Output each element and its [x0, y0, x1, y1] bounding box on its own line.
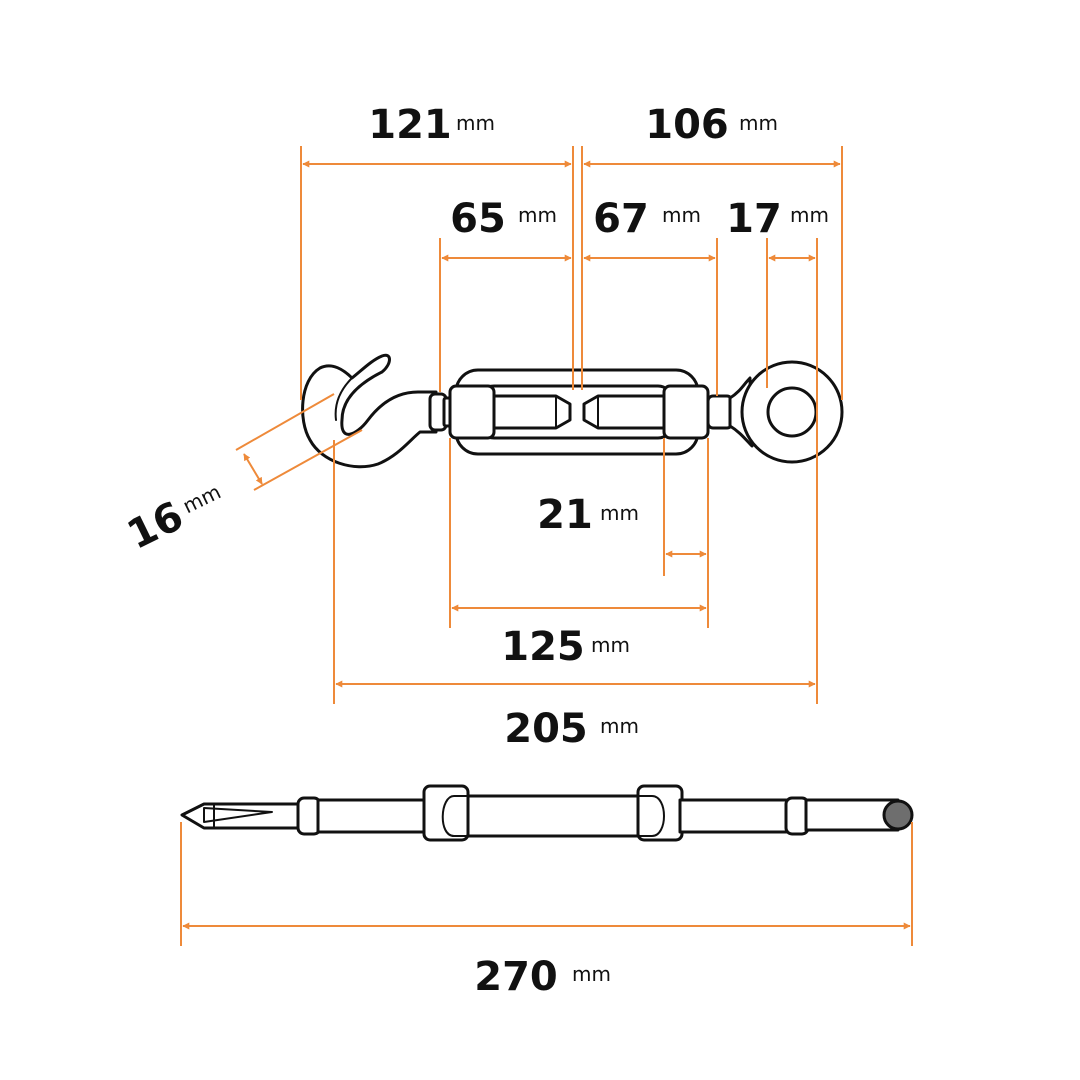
- label-21: 21 mm: [537, 492, 639, 538]
- side-view-dimension: [180, 822, 913, 946]
- top-view-dimensions: [235, 146, 843, 704]
- hook-outline: [301, 353, 438, 469]
- svg-text:121: 121: [368, 102, 452, 148]
- side-left-block: [422, 784, 470, 842]
- label-17: 17 mm: [726, 196, 829, 242]
- label-121: 121 mm: [368, 102, 495, 148]
- label-125: 125 mm: [501, 624, 630, 670]
- side-rod-right: [678, 798, 792, 834]
- svg-text:mm: mm: [662, 203, 701, 227]
- label-270: 270 mm: [474, 954, 611, 1000]
- svg-text:mm: mm: [456, 111, 495, 135]
- dim-line-16: [243, 453, 263, 485]
- side-rod-left: [316, 798, 430, 834]
- svg-text:65: 65: [450, 196, 506, 242]
- label-16: 16 mm: [120, 480, 225, 559]
- side-end-cap: [882, 799, 914, 831]
- svg-text:67: 67: [593, 196, 649, 242]
- turnbuckle-side-view: [180, 784, 914, 842]
- eye-collar: [706, 394, 734, 430]
- left-thread-rod: [492, 394, 572, 430]
- svg-text:17: 17: [726, 196, 782, 242]
- svg-text:125: 125: [501, 624, 585, 670]
- svg-text:16: 16: [120, 493, 190, 559]
- turnbuckle-top-view: [301, 353, 844, 469]
- svg-text:mm: mm: [600, 714, 639, 738]
- right-thread-rod: [582, 394, 666, 430]
- svg-text:mm: mm: [591, 633, 630, 657]
- right-end-block: [662, 384, 710, 440]
- label-106: 106 mm: [645, 102, 778, 148]
- svg-text:21: 21: [537, 492, 593, 538]
- svg-text:mm: mm: [572, 962, 611, 986]
- side-body-rail: [436, 794, 668, 838]
- svg-text:270: 270: [474, 954, 558, 1000]
- svg-text:mm: mm: [600, 501, 639, 525]
- svg-text:mm: mm: [518, 203, 557, 227]
- label-205: 205 mm: [504, 706, 639, 752]
- eye-ring-inner: [766, 386, 818, 438]
- svg-text:106: 106: [645, 102, 729, 148]
- label-65: 65 mm: [450, 196, 557, 242]
- svg-text:mm: mm: [790, 203, 829, 227]
- svg-text:205: 205: [504, 706, 588, 752]
- left-end-block: [448, 384, 496, 440]
- svg-text:mm: mm: [179, 480, 225, 519]
- label-67: 67 mm: [593, 196, 701, 242]
- hook-inner: [334, 377, 353, 421]
- svg-text:mm: mm: [739, 111, 778, 135]
